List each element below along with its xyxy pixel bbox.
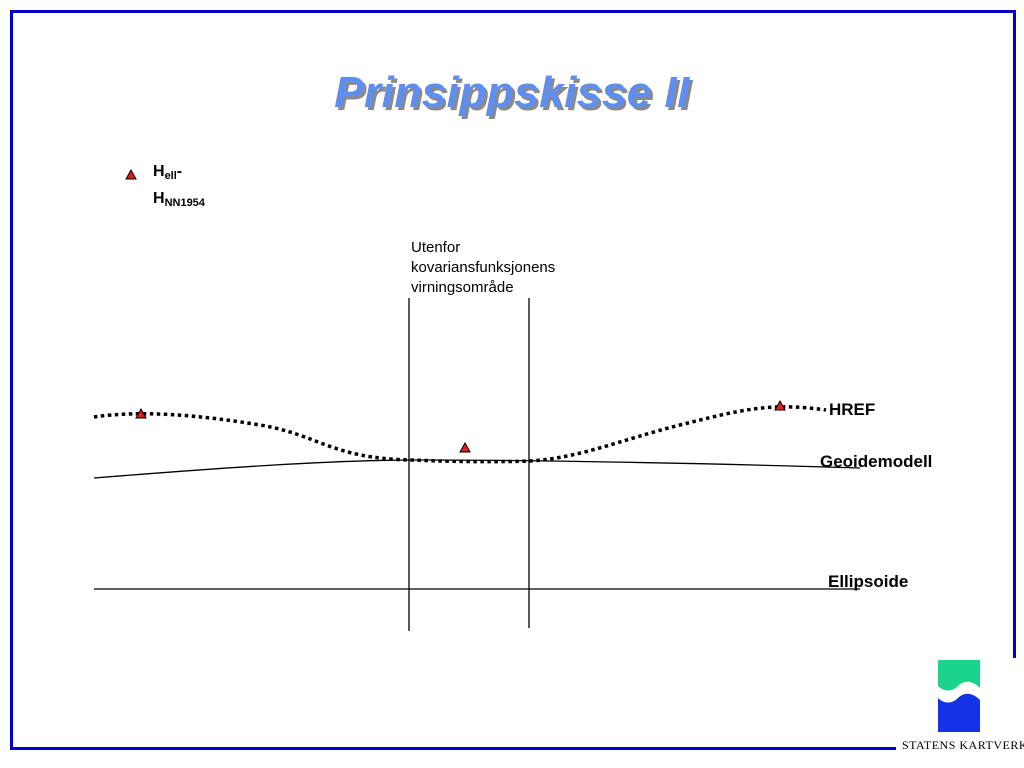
legend-triangle-icon	[125, 168, 137, 180]
boundary-annotation: Utenfor kovariansfunksjonens virningsomr…	[411, 238, 555, 298]
legend-label-line1: Hell-	[153, 163, 183, 182]
measurement-point-2-icon	[459, 441, 471, 453]
statens-kartverk-logo-icon	[938, 660, 980, 732]
href-label: HREF	[829, 400, 876, 419]
frame-border-bottom	[10, 747, 896, 750]
frame-border-top	[10, 10, 1016, 13]
slide-title: Prinsippskisse II	[334, 68, 690, 117]
frame-border-right	[1013, 10, 1016, 658]
annotation-line: kovariansfunksjonens	[411, 259, 556, 276]
href-curve	[93, 405, 827, 464]
legend-label-line2: HNN1954	[153, 190, 205, 209]
geoid-model-label: Geoidemodell	[820, 452, 933, 471]
annotation-line: virningsområde	[411, 279, 514, 296]
frame-border-left	[10, 10, 13, 750]
geoid-model-line	[93, 459, 861, 479]
measurement-point-3-icon	[774, 399, 786, 411]
annotation-line: Utenfor	[411, 239, 461, 256]
company-name: STATENS KARTVERK	[902, 738, 1024, 752]
ellipsoid-label: Ellipsoide	[828, 572, 909, 591]
measurement-point-1-icon	[135, 407, 147, 419]
